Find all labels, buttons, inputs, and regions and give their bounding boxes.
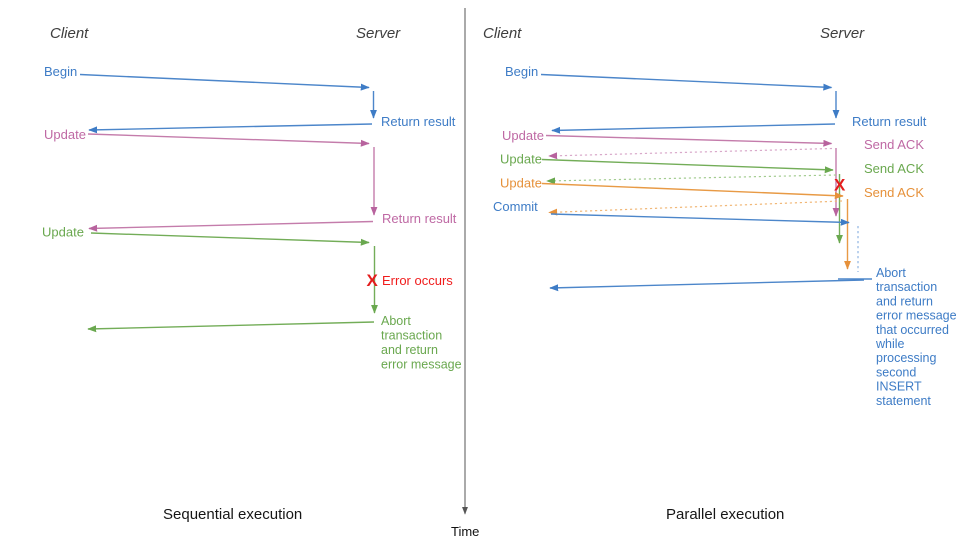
right-update-1-label: Update [502,128,544,143]
right-abort-message: Abort transaction and return error messa… [875,266,957,408]
right-abort-line: error message [876,309,957,323]
left-update-1-request-arrow [87,133,370,147]
left-update-2-response-arrow [87,321,375,333]
left-abort-line: and return [381,343,438,357]
left-return-result-1-label: Return result [381,114,456,129]
right-return-result-label: Return result [852,114,927,129]
right-abort-line: processing [876,351,936,365]
right-update-3-label: Update [500,176,542,191]
right-update-1-request-arrow [545,134,833,147]
right-abort-line: that occurred [876,323,949,337]
right-update-3-request-arrow [541,182,844,200]
right-abort-line: INSERT [876,380,922,394]
right-send-ack-1-label: Send ACK [864,137,924,152]
right-abort-line: transaction [876,280,937,294]
right-server-title: Server [820,25,865,42]
left-update-1-response-arrow [88,220,374,232]
left-update-2-request-arrow [90,232,370,246]
left-begin-request-arrow [79,73,370,91]
left-update-2-label: Update [42,225,84,240]
left-server-title: Server [356,25,401,42]
time-axis: Time [451,8,479,539]
sequential-panel: Client Server Begin Return result Update… [42,25,462,523]
right-update-1-ack-arrow [548,147,833,160]
right-abort-response-arrow [549,279,865,292]
right-begin-label: Begin [505,64,538,79]
left-abort-line: transaction [381,329,442,343]
parallel-panel: Client Server Begin Return result Update… [483,25,957,523]
right-error-x-icon: X [834,176,846,195]
right-begin-request-arrow [540,73,833,91]
right-abort-line: second [876,365,916,379]
left-client-title: Client [50,25,89,42]
right-update-3-ack-arrow [548,200,843,216]
time-axis-label: Time [451,524,479,539]
left-update-1-label: Update [44,127,86,142]
right-update-2-label: Update [500,152,542,167]
left-panel-caption: Sequential execution [163,506,302,523]
left-abort-message: Abort transaction and return error messa… [381,314,462,372]
left-begin-response-arrow [88,123,373,134]
right-abort-line: Abort [876,266,906,280]
right-update-2-request-arrow [541,158,834,174]
right-client-title: Client [483,25,522,42]
right-send-ack-2-label: Send ACK [864,161,924,176]
left-error-x-icon: X [367,271,379,290]
left-return-result-2-label: Return result [382,211,457,226]
right-panel-caption: Parallel execution [666,506,784,523]
left-abort-line: error message [381,358,462,372]
right-update-2-ack-arrow [546,174,837,185]
right-abort-line: statement [876,394,931,408]
left-abort-line: Abort [381,314,411,328]
right-send-ack-3-label: Send ACK [864,185,924,200]
right-abort-line: and return [876,294,933,308]
right-abort-line: while [875,337,905,351]
right-begin-response-arrow [551,123,836,134]
right-commit-request-arrow [550,213,850,226]
right-commit-label: Commit [493,199,538,214]
left-begin-label: Begin [44,64,77,79]
left-error-label: Error occurs [382,273,453,288]
